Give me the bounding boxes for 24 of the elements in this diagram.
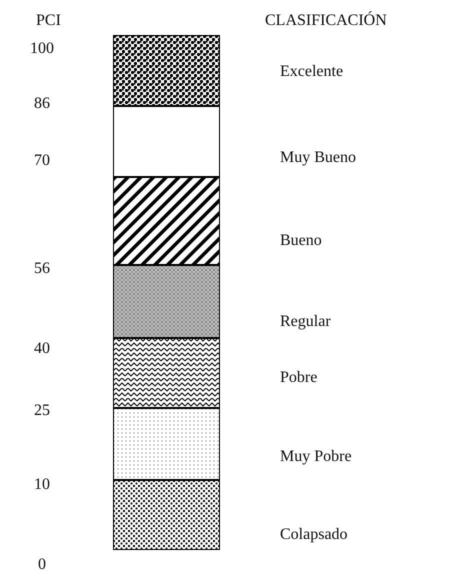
tick-value: 40 xyxy=(34,340,50,358)
classification-label: Regular xyxy=(280,313,331,331)
patterned-scale-segment xyxy=(113,177,220,265)
patterned-scale-segment xyxy=(113,265,220,338)
tick-value: 100 xyxy=(30,40,54,58)
tick-value: 10 xyxy=(34,476,50,494)
classification-label: Pobre xyxy=(280,369,318,387)
patterned-scale-segment xyxy=(113,35,220,106)
classification-label: Muy Bueno xyxy=(280,149,356,167)
axis-title: PCI xyxy=(36,12,61,30)
tick-value: 0 xyxy=(38,556,46,574)
patterned-scale-segment xyxy=(113,480,220,550)
classification-label: Bueno xyxy=(280,232,322,250)
tick-value: 70 xyxy=(34,152,50,170)
tick-value: 86 xyxy=(34,95,50,113)
classification-label: Muy Pobre xyxy=(280,448,352,466)
classification-label: Colapsado xyxy=(280,526,348,544)
patterned-scale-segment xyxy=(113,338,220,408)
classification-label: Excelente xyxy=(280,63,344,81)
tick-value: 56 xyxy=(34,260,50,278)
tick-value: 25 xyxy=(34,402,50,420)
column-title: CLASIFICACIÓN xyxy=(265,12,387,30)
patterned-scale-segment xyxy=(113,408,220,480)
patterned-scale-segment xyxy=(113,106,220,177)
